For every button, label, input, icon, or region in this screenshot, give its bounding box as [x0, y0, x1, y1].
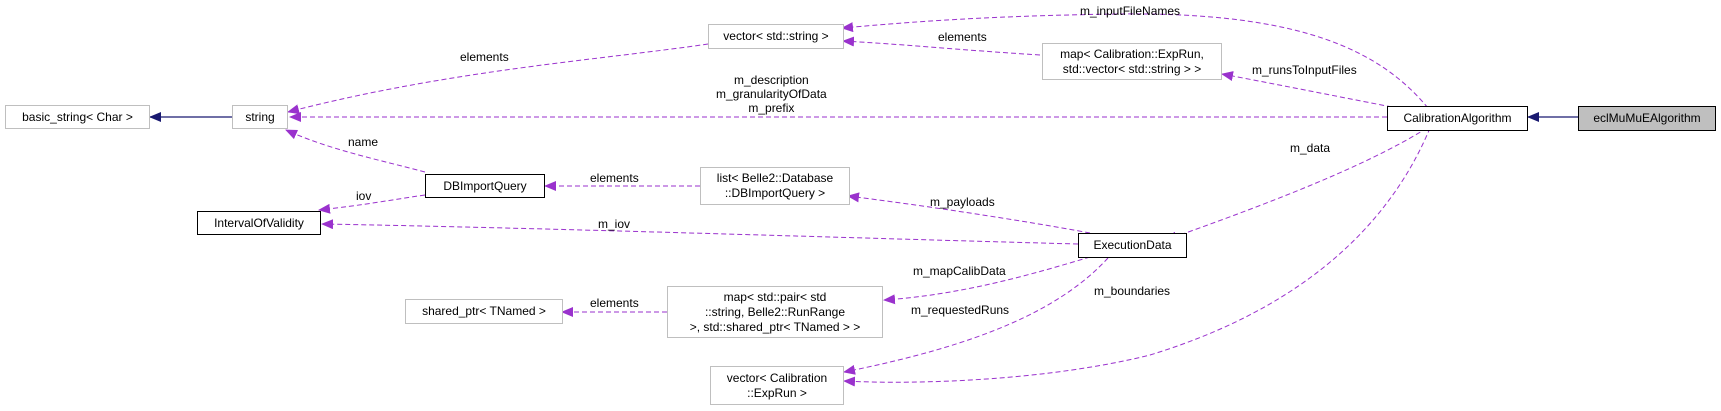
label-name: name [348, 135, 379, 149]
label-m-mapcalibdata: m_mapCalibData [913, 264, 1006, 278]
node-map-pair-runrange[interactable]: map< std::pair< std ::string, Belle2::Ru… [667, 286, 883, 338]
edge-elements-map-to-vector-string [842, 36, 1041, 56]
label-elements-map: elements [938, 30, 987, 44]
node-interval-of-validity[interactable]: IntervalOfValidity [197, 211, 321, 235]
node-calibration-algorithm[interactable]: CalibrationAlgorithm [1387, 106, 1528, 131]
edge-m-runstoinputfiles [1221, 71, 1393, 108]
label-elements-vector-string: elements [460, 50, 509, 64]
node-map-exprun[interactable]: map< Calibration::ExpRun, std::vector< s… [1042, 43, 1222, 80]
node-list-belle2-database[interactable]: list< Belle2::Database ::DBImportQuery > [700, 167, 850, 205]
node-execution-data[interactable]: ExecutionData [1078, 233, 1187, 258]
node-shared-ptr-tnamed[interactable]: shared_ptr< TNamed > [405, 299, 563, 324]
label-m-iov: m_iov [598, 217, 631, 231]
edge-m-mapcalibdata [883, 256, 1091, 305]
edge-iov [318, 194, 426, 214]
label-m-requestedruns: m_requestedRuns [911, 303, 1010, 317]
edge-m-requestedruns [843, 257, 1109, 375]
edge-m-inputfilenames [841, 13, 1429, 109]
edge-m-iov [321, 219, 1079, 245]
label-m-boundaries: m_boundaries [1094, 284, 1171, 298]
label-m-runstoinputfiles: m_runsToInputFiles [1252, 63, 1357, 77]
label-m-string-members: m_description m_granularityOfData m_pref… [716, 73, 827, 115]
node-vector-exprun[interactable]: vector< Calibration ::ExpRun > [710, 366, 844, 405]
label-iov: iov [356, 189, 372, 203]
label-elements-shared: elements [590, 296, 639, 310]
node-dbimportquery[interactable]: DBImportQuery [425, 174, 545, 198]
label-m-payloads: m_payloads [930, 195, 995, 209]
node-string[interactable]: string [232, 105, 288, 129]
node-ecl-mumue-algorithm[interactable]: eclMuMuEAlgorithm [1578, 106, 1716, 131]
edge-m-data [1165, 127, 1428, 242]
edge-m-payloads [847, 192, 1091, 234]
node-vector-string[interactable]: vector< std::string > [708, 24, 844, 49]
label-m-inputfilenames: m_inputFileNames [1080, 4, 1181, 18]
edge-name [285, 129, 426, 173]
label-m-data: m_data [1290, 141, 1331, 155]
edge-m-boundaries [843, 127, 1431, 387]
label-elements-list: elements [590, 171, 639, 185]
node-basic-string[interactable]: basic_string< Char > [5, 105, 150, 129]
